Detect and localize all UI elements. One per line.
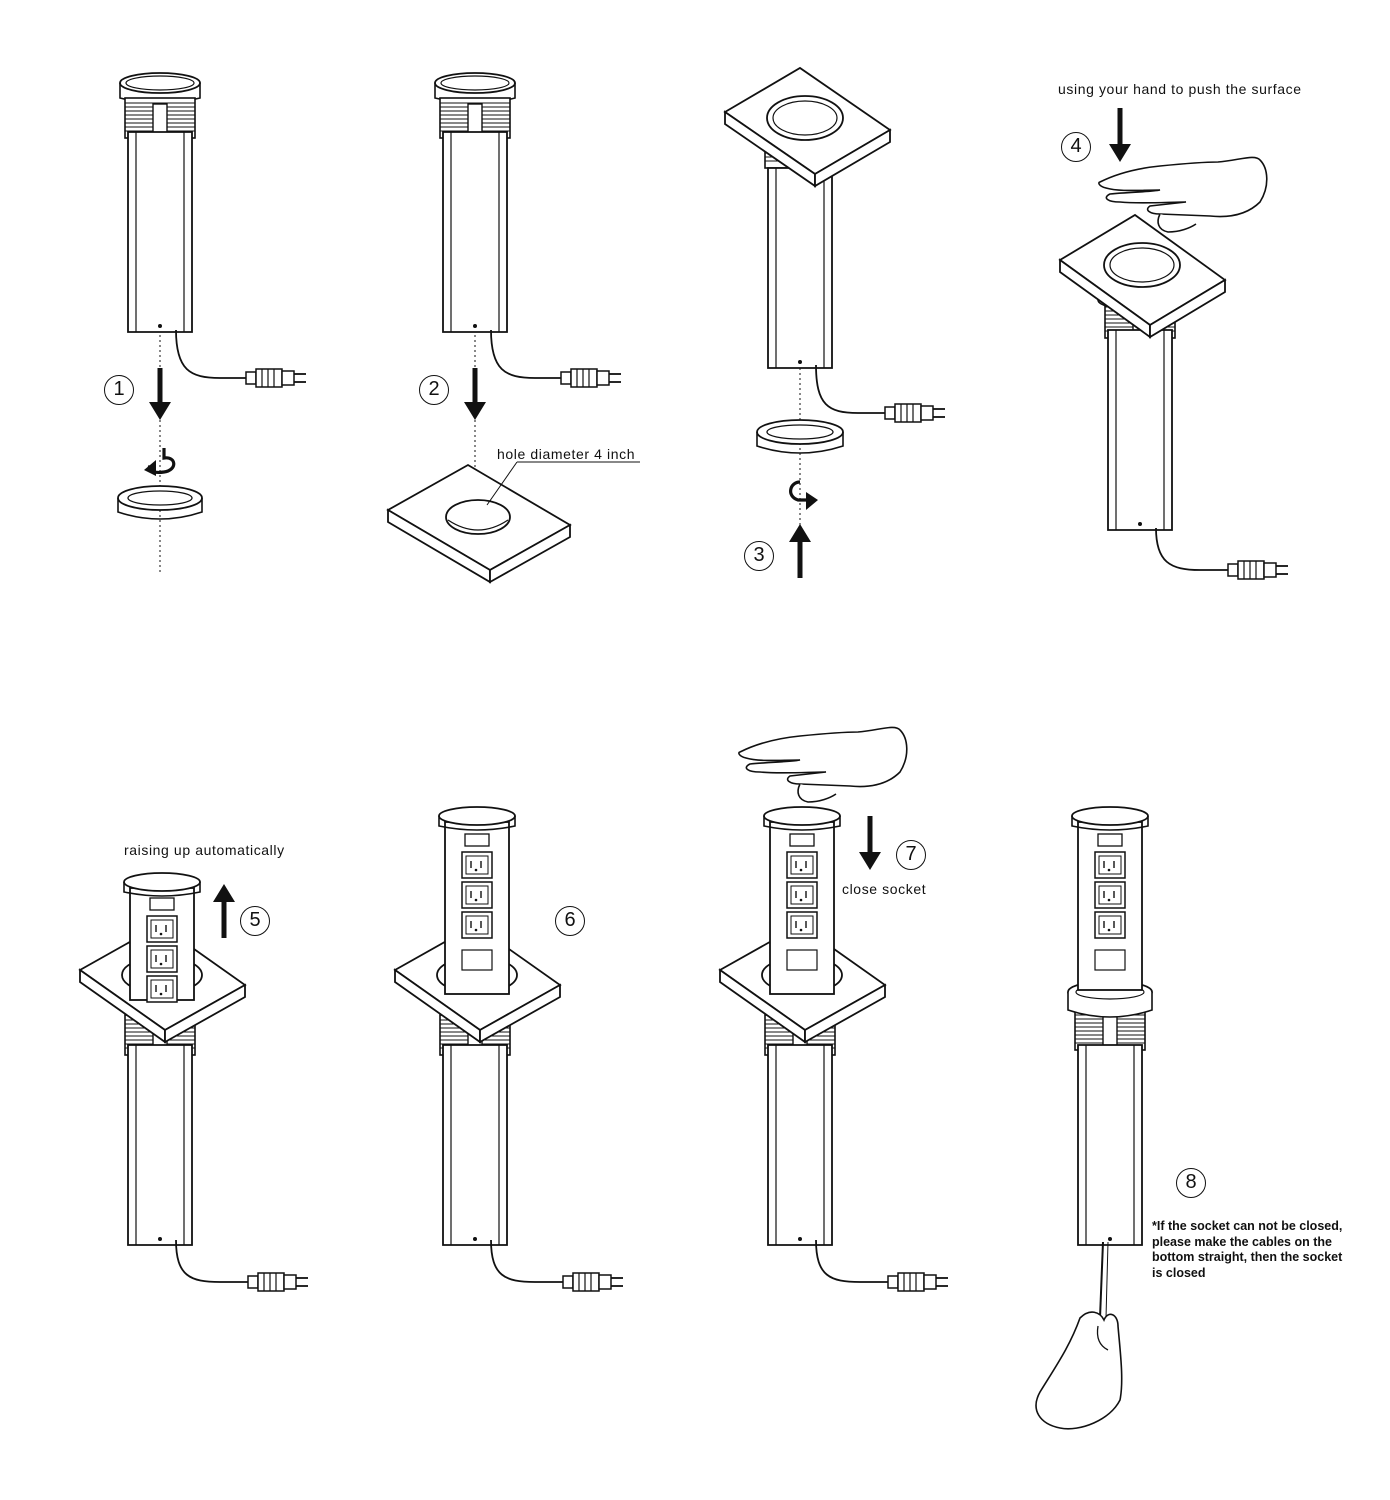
step-number-badge: 2 [419, 375, 449, 405]
step-number-badge: 3 [744, 541, 774, 571]
step-5-illustration [78, 872, 309, 1292]
down-arrow-icon [1109, 108, 1131, 162]
step-number-badge: 6 [555, 906, 585, 936]
down-arrow-icon [859, 816, 881, 870]
up-arrow-icon [789, 524, 811, 578]
note-line: please make the cables on the [1152, 1234, 1332, 1249]
hole-diameter-label: hole diameter 4 inch [497, 446, 636, 462]
step-6-illustration [393, 806, 624, 1292]
note-line: is closed [1152, 1265, 1206, 1280]
step-number-badge: 5 [240, 906, 270, 936]
socket-not-closed-note: *If the socket can not be closed, please… [1152, 1219, 1382, 1281]
push-surface-label: using your hand to push the surface [1058, 81, 1302, 97]
mounting-ring-icon [117, 485, 203, 520]
step-2-illustration [386, 72, 640, 584]
rotate-arrow-icon [789, 480, 818, 510]
rotate-arrow-icon [144, 448, 176, 476]
countertop-plate-icon [386, 463, 572, 584]
step-3-illustration [723, 66, 946, 578]
step-4-illustration [1058, 108, 1289, 580]
up-arrow-icon [213, 884, 235, 938]
step-8-illustration [1035, 806, 1153, 1430]
down-arrow-icon [149, 368, 171, 420]
mounting-ring-icon [756, 419, 844, 454]
note-line: *If the socket can not be closed, [1152, 1219, 1343, 1233]
step-number-badge: 7 [896, 840, 926, 870]
close-socket-label: close socket [842, 881, 927, 897]
hand-icon [738, 726, 908, 803]
step-number-badge: 4 [1061, 132, 1091, 162]
step-7-illustration [718, 726, 949, 1292]
raising-up-label: raising up automatically [124, 842, 285, 858]
hand-icon [1035, 1311, 1123, 1430]
step-number-badge: 1 [104, 375, 134, 405]
note-line: bottom straight, then the socket [1152, 1250, 1343, 1264]
down-arrow-icon [464, 368, 486, 420]
step-number-badge: 8 [1176, 1168, 1206, 1198]
step-1-illustration [117, 72, 307, 575]
